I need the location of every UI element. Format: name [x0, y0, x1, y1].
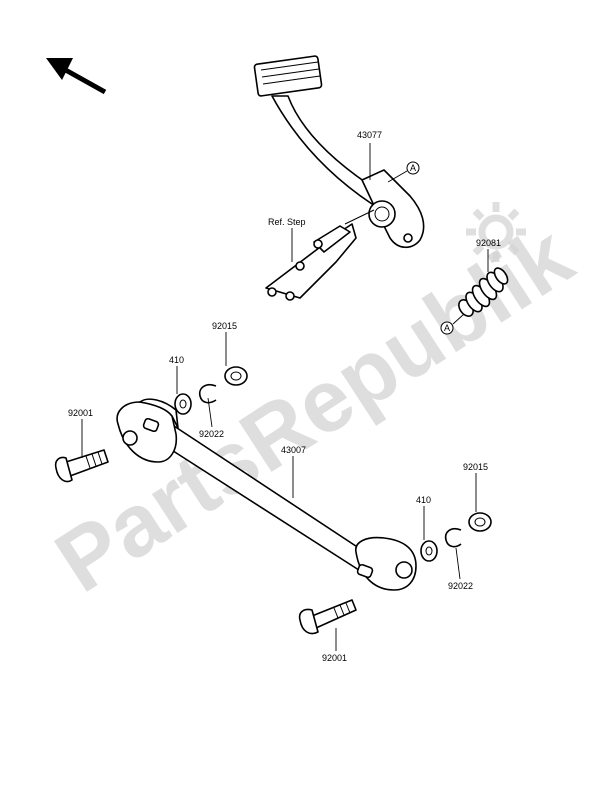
label-washer-top: 410 — [169, 355, 184, 365]
brake-pedal-43077 — [253, 55, 425, 249]
label-collar-top: 92015 — [212, 321, 237, 331]
reference-marker-top: A — [387, 161, 420, 183]
brake-rod-43007 — [116, 398, 417, 591]
svg-text:A: A — [444, 323, 450, 333]
label-washer-bottom: 410 — [416, 495, 431, 505]
callout-leaders — [81, 143, 489, 651]
label-collar-bottom: 92015 — [463, 462, 488, 472]
collar-92015-top — [224, 366, 248, 386]
reference-marker-bottom: A — [440, 313, 465, 335]
label-rod: 43007 — [281, 445, 306, 455]
watermark-gear-icon — [466, 202, 526, 262]
clip-92022-bottom — [444, 527, 462, 548]
label-spring: 92081 — [476, 238, 501, 248]
ref-step-bracket — [265, 209, 375, 301]
label-bolt-left: 92001 — [68, 408, 93, 418]
label-clip-bottom: 92022 — [448, 581, 473, 591]
bolt-92001-bottom — [298, 599, 357, 635]
collar-92015-bottom — [468, 512, 492, 532]
bolt-92001-left — [54, 449, 109, 483]
label-ref-step: Ref. Step — [268, 217, 306, 227]
clip-92022-top — [198, 383, 217, 404]
return-spring-92081 — [458, 267, 509, 317]
washer-410-bottom — [420, 540, 438, 562]
label-bolt-bottom: 92001 — [322, 653, 347, 663]
washer-410-top — [174, 393, 192, 415]
svg-text:A: A — [410, 163, 416, 173]
label-pedal: 43077 — [357, 130, 382, 140]
direction-arrow-icon — [46, 58, 107, 95]
label-clip-top: 92022 — [199, 429, 224, 439]
